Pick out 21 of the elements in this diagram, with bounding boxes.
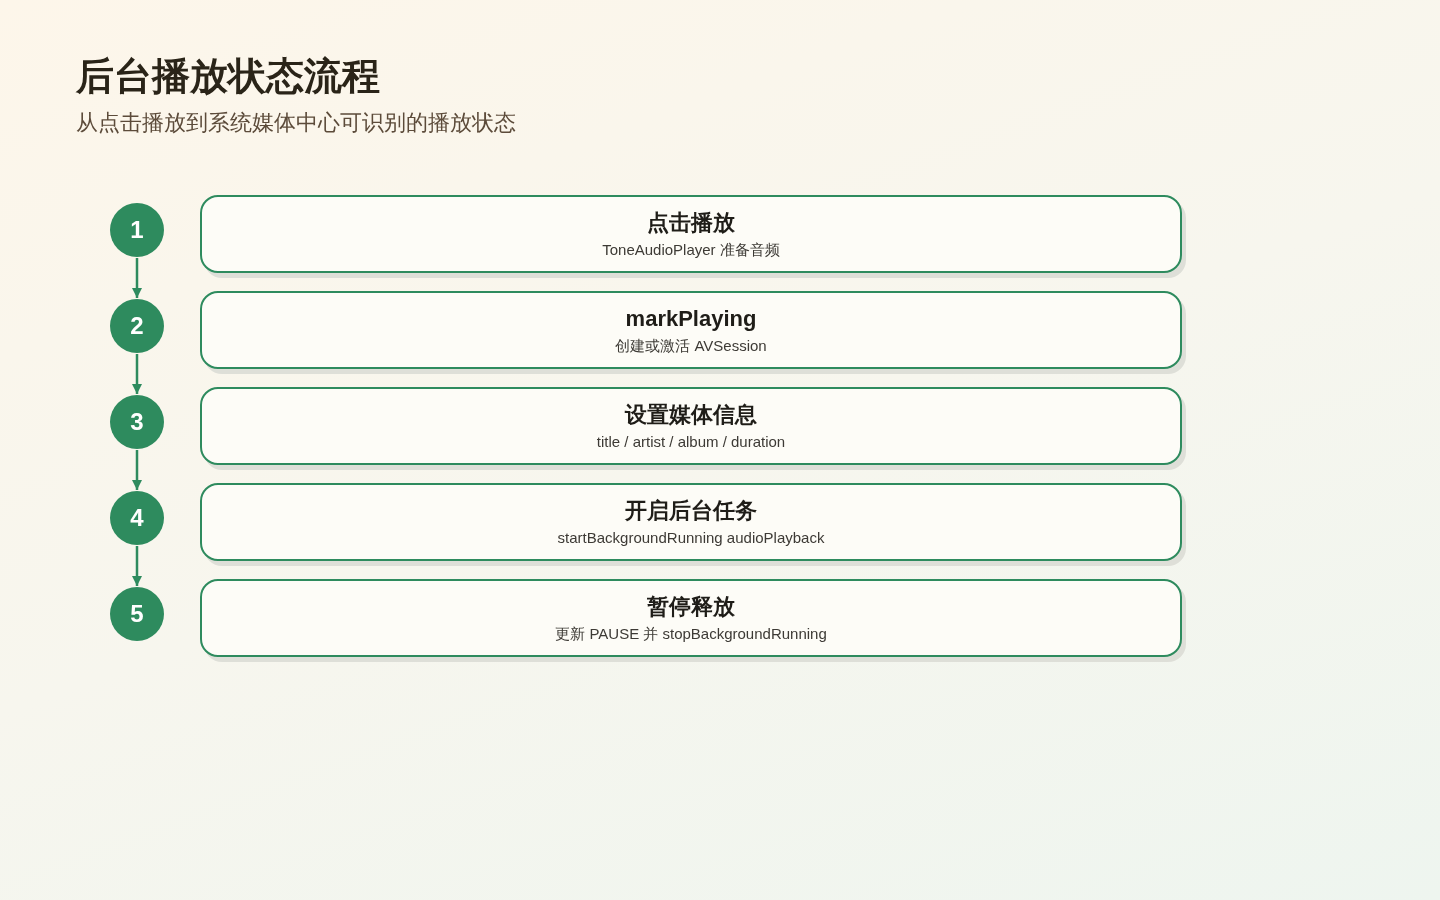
step-description: startBackgroundRunning audioPlayback	[557, 527, 825, 548]
step-circle: 3	[110, 395, 164, 449]
title: 后台播放状态流程	[76, 54, 380, 99]
step-description: title / artist / album / duration	[596, 431, 786, 452]
step-title: markPlaying	[625, 304, 757, 333]
step-description: 创建或激活 AVSession	[615, 335, 767, 356]
arrow	[132, 546, 142, 586]
step-title: 开启后台任务	[625, 496, 757, 525]
subtitle: 从点击播放到系统媒体中心可识别的播放状态	[76, 109, 516, 137]
step-circle: 5	[110, 587, 164, 641]
step-description: ToneAudioPlayer 准备音频	[602, 239, 780, 260]
step-title: 点击播放	[647, 208, 735, 237]
step-circle: 1	[110, 203, 164, 257]
step-description: 更新 PAUSE 并 stopBackgroundRunning	[555, 623, 827, 644]
step-title: 设置媒体信息	[625, 400, 757, 429]
step-circle: 4	[110, 491, 164, 545]
step-circle: 2	[110, 299, 164, 353]
arrow	[132, 354, 142, 394]
arrow	[132, 258, 142, 298]
step-title: 暂停释放	[647, 592, 735, 621]
arrow	[132, 450, 142, 490]
